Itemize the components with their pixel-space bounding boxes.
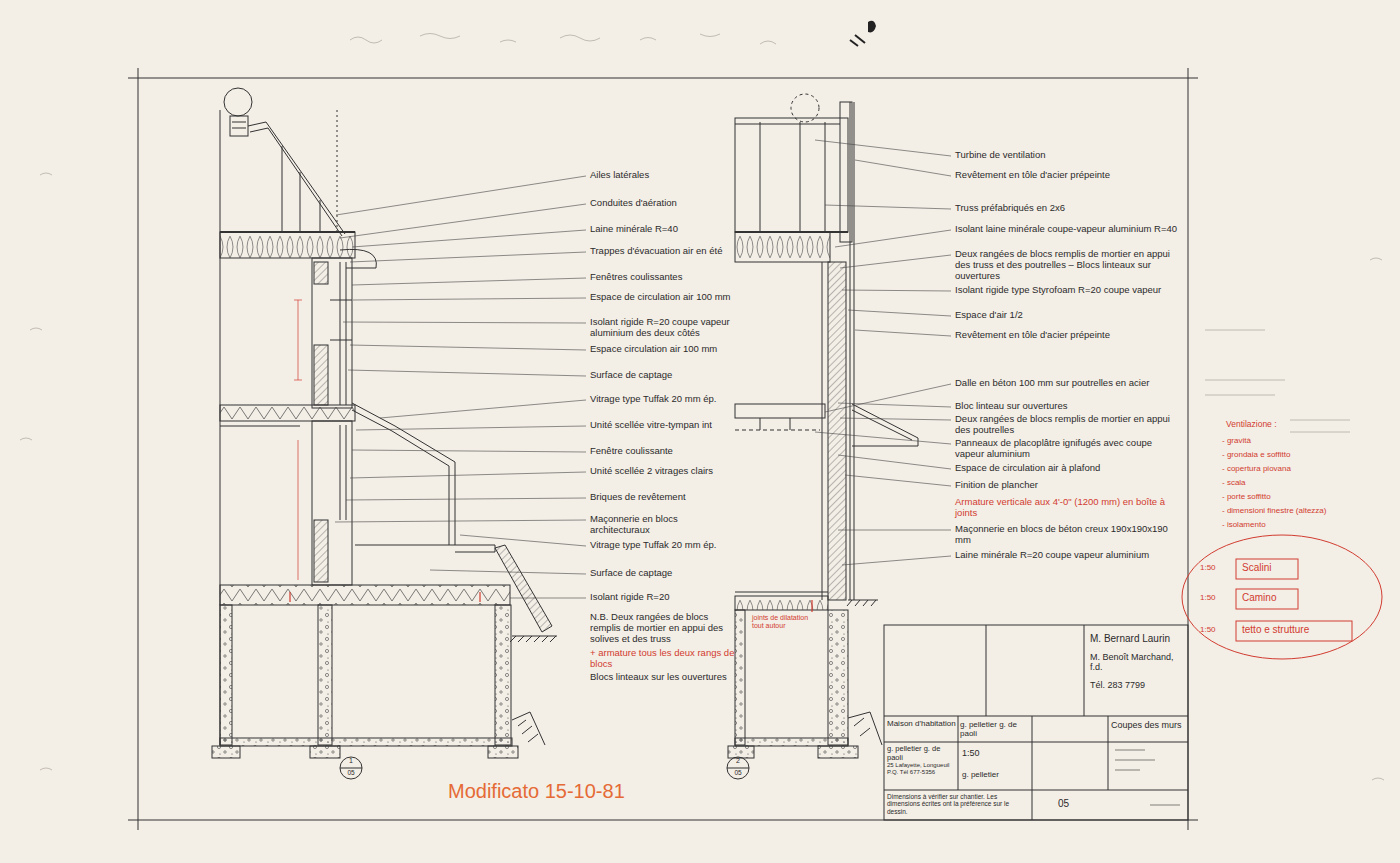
title-block-text: Coupes des murs <box>1111 720 1185 730</box>
annotation: Truss préfabriqués en 2x6 <box>955 203 1183 214</box>
annotation: Espace de circulation air 100 mm <box>590 292 735 303</box>
annotation: Bloc linteau sur ouvertures <box>955 401 1183 412</box>
title-block-text: 1:50 <box>962 748 1022 758</box>
annotation: Espace circulation air 100 mm <box>590 344 735 355</box>
annotation: Isolant rigide type Styrofoam R=20 coupe… <box>955 285 1183 296</box>
title-block-text: g. pelletier g. de paoli <box>887 745 955 762</box>
title-block-text: M. Bernard Laurin <box>1090 633 1185 645</box>
title-block-text: 05 <box>1058 798 1088 810</box>
annotation: Surface de captage <box>590 568 735 579</box>
margin-note: Scalini <box>1242 562 1296 574</box>
margin-note: 1:50 <box>1200 563 1234 572</box>
title-block-text: g. pelletier <box>962 770 1028 779</box>
margin-note: Camino <box>1242 592 1296 604</box>
margin-note: - gravità <box>1222 436 1362 445</box>
annotation: Laine minérale R=20 coupe vapeur alumini… <box>955 550 1183 561</box>
title-block-text: M. Benoît Marchand, f.d. <box>1090 652 1185 673</box>
annotation: Briques de revêtement <box>590 492 735 503</box>
annotation: Fenêtres coulissantes <box>590 272 735 283</box>
margin-note: - isolamento <box>1222 520 1362 529</box>
margin-note: - dimensioni finestre (altezza) <box>1222 506 1362 515</box>
margin-note: 1:50 <box>1200 593 1234 602</box>
note: + armature tous les deux rangs de blocs <box>590 648 735 670</box>
margin-note: - grondaia e soffitto <box>1222 450 1362 459</box>
section-mark: 05 <box>728 769 748 776</box>
annotation: Surface de captage <box>590 370 735 381</box>
margin-note: Ventilazione : <box>1226 420 1336 430</box>
annotation: Isolant rigide R=20 <box>590 592 735 603</box>
annotation: Unité scellée vitre-tympan int <box>590 420 735 431</box>
margin-note: - scala <box>1222 478 1362 487</box>
title-block-text: g. pelletier g. de paoli <box>960 720 1030 738</box>
revision-stamp: Modificato 15-10-81 <box>448 780 688 803</box>
annotation: Unité scellée 2 vitrages clairs <box>590 466 735 477</box>
annotation: Maçonnerie en blocs architecturaux <box>590 514 735 536</box>
margin-note: 1:50 <box>1200 625 1234 634</box>
section-mark: 05 <box>341 769 361 776</box>
annotation: Armature verticale aux 4'-0" (1200 mm) e… <box>955 497 1183 519</box>
annotation: Ailes latérales <box>590 170 735 181</box>
annotation: Panneaux de placoplâtre ignifugés avec c… <box>955 438 1183 460</box>
margin-note: tetto e strutture <box>1242 624 1350 636</box>
annotation: Laine minérale R=40 <box>590 224 735 235</box>
annotation: Vitrage type Tuffak 20 mm ép. <box>590 540 735 551</box>
annotation: Espace de circulation air à plafond <box>955 463 1183 474</box>
margin-note: - copertura piovana <box>1222 464 1362 473</box>
annotation: Vitrage type Tuffak 20 mm ép. <box>590 394 735 405</box>
annotation: Isolant laine minérale coupe-vapeur alum… <box>955 224 1183 235</box>
note: Blocs linteaux sur les ouvertures <box>590 672 735 683</box>
annotation: Isolant rigide R=20 coupe vapeur alumini… <box>590 317 735 339</box>
title-block-text: Tél. 283 7799 <box>1090 680 1185 690</box>
annotation: Conduites d'aération <box>590 198 735 209</box>
annotation: Dalle en béton 100 mm sur poutrelles en … <box>955 378 1183 389</box>
title-block-text: Dimensions à vérifier sur chantier. Les … <box>887 793 1029 815</box>
section-mark: 2 <box>730 757 746 765</box>
note: joints de dilatation tout autour <box>752 614 814 630</box>
annotation: Fenêtre coulissante <box>590 446 735 457</box>
annotation: Trappes d'évacuation air en été <box>590 246 735 257</box>
annotation: Revêtement en tôle d'acier prépeinte <box>955 170 1183 181</box>
annotation: Espace d'air 1/2 <box>955 310 1183 321</box>
note: N.B. Deux rangées de blocs remplis de mo… <box>590 612 735 645</box>
section-mark: 1 <box>343 757 359 765</box>
title-block-text: Maison d'habitation <box>887 719 957 728</box>
annotation: Finition de plancher <box>955 480 1183 491</box>
annotation: Deux rangées de blocs remplis de mortier… <box>955 249 1183 282</box>
margin-note: - porte soffitto <box>1222 492 1362 501</box>
annotation: Turbine de ventilation <box>955 150 1183 161</box>
annotation: Maçonnerie en blocs de béton creux 190x1… <box>955 524 1183 546</box>
annotation: Deux rangées de blocs remplis de mortier… <box>955 414 1183 436</box>
annotation: Revêtement en tôle d'acier prépeinte <box>955 330 1183 341</box>
title-block-text: 25 Lafayette, Longueuil P.Q. Tél 677-535… <box>887 762 955 776</box>
